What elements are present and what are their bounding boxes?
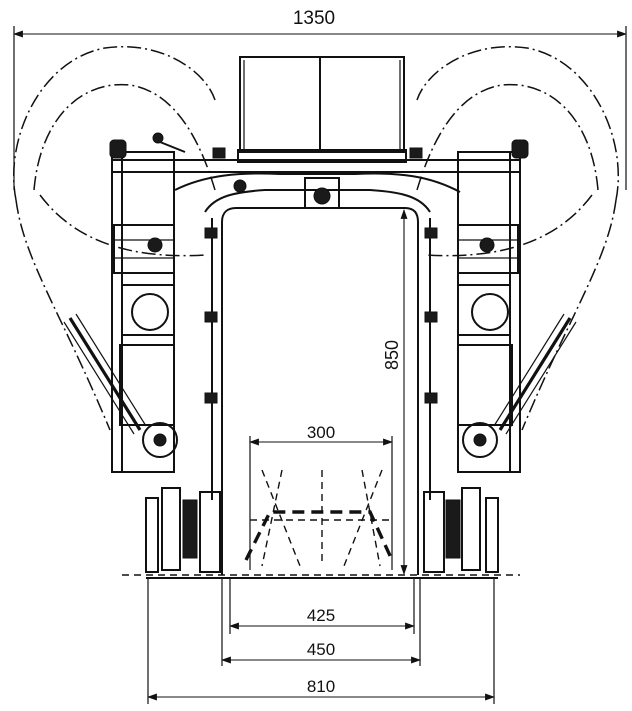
dimension-outer-gauge: 450 bbox=[221, 578, 421, 666]
left-wheel-assembly bbox=[145, 487, 221, 573]
dimension-label-425: 425 bbox=[307, 606, 335, 625]
dimension-label-810: 810 bbox=[307, 677, 335, 696]
dimension-wheel-track: 810 bbox=[147, 578, 495, 704]
swing-envelope-left bbox=[12, 46, 216, 431]
dimension-label-300: 300 bbox=[307, 423, 335, 442]
dimension-label-1350: 1350 bbox=[293, 8, 335, 29]
dimension-inner-gauge: 425 bbox=[229, 578, 415, 634]
dimension-label-450: 450 bbox=[307, 640, 335, 659]
right-wheel-assembly bbox=[423, 487, 499, 573]
swing-envelope-right bbox=[416, 46, 620, 431]
right-ram bbox=[493, 313, 577, 435]
left-ram bbox=[63, 313, 147, 435]
dimension-frame-height: 850 bbox=[382, 209, 408, 575]
dimension-overall-width: 1350 bbox=[13, 8, 627, 190]
right-column bbox=[409, 139, 529, 473]
dimension-bucket-width: 300 bbox=[249, 423, 393, 570]
dimension-label-850: 850 bbox=[382, 340, 402, 370]
upper-crossbeam bbox=[112, 159, 520, 213]
left-column bbox=[109, 132, 226, 473]
grab-bucket bbox=[244, 469, 394, 567]
mast-rails bbox=[204, 218, 438, 500]
top-housing bbox=[237, 56, 407, 163]
central-opening bbox=[221, 207, 419, 575]
